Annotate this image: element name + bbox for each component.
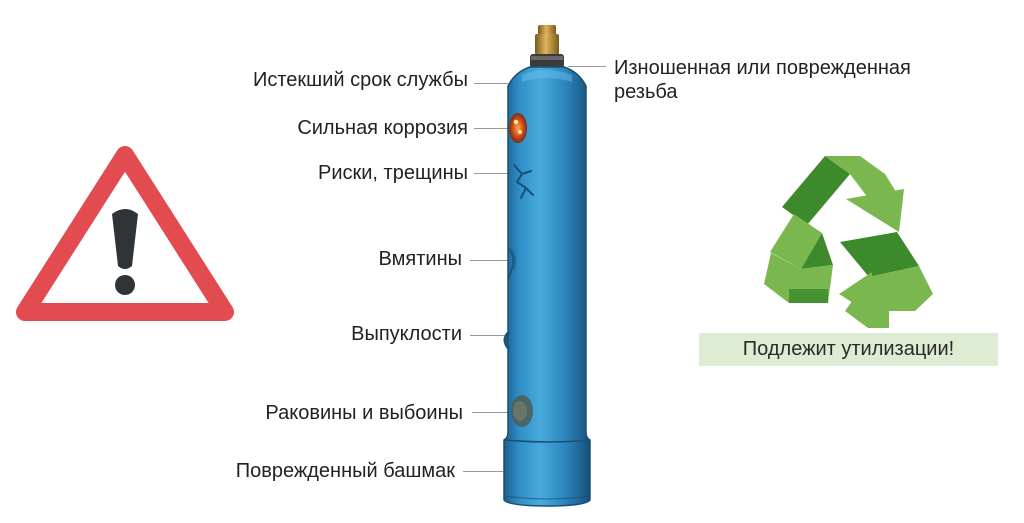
leader-line: [470, 335, 508, 336]
label-heavy-corrosion: Сильная коррозия: [297, 117, 468, 139]
label-damaged-foot-ring: Поврежденный башмак: [235, 460, 455, 482]
leader-line: [474, 128, 510, 129]
leader-line: [463, 471, 503, 472]
cracks: [513, 164, 534, 199]
gas-cylinder: [503, 25, 591, 507]
corrosion-spot: [509, 113, 527, 143]
label-bulges: Выпуклости: [351, 323, 462, 345]
recycle-icon: [764, 156, 933, 328]
label-dents: Вмятины: [378, 248, 462, 270]
warning-triangle-icon: [16, 146, 234, 321]
leader-line: [568, 66, 606, 67]
valve-cap: [538, 25, 556, 35]
leader-line: [470, 260, 508, 261]
recycle-status-badge: Подлежит утилизации!: [699, 333, 998, 366]
label-worn-thread: Изношенная или поврежденная резьба: [614, 56, 911, 104]
leader-line: [474, 83, 508, 84]
label-worn-thread-line1: Изношенная или поврежденная: [614, 57, 911, 79]
label-worn-thread-line2: резьба: [614, 81, 678, 103]
label-expired-service-life: Истекший срок службы: [252, 69, 468, 91]
leader-line: [472, 412, 508, 413]
leader-line: [474, 173, 514, 174]
label-pits-gouges: Раковины и выбоины: [265, 402, 463, 424]
label-scratches-cracks: Риски, трещины: [318, 162, 468, 184]
valve-body: [535, 34, 559, 55]
